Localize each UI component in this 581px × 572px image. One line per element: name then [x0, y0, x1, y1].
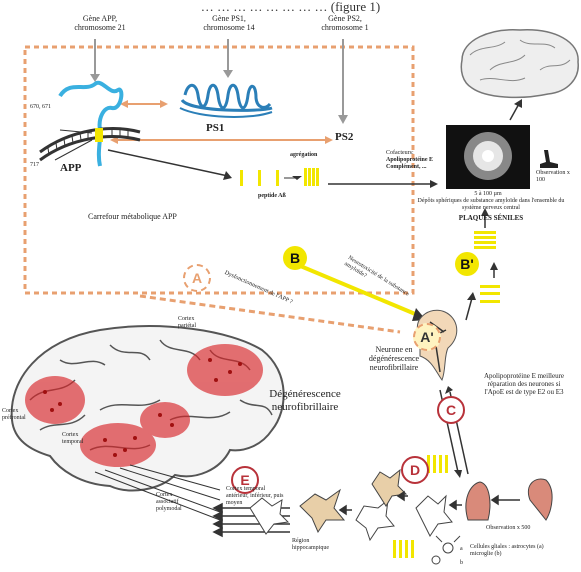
glial-b-label: b: [460, 560, 463, 567]
cortex-associatif-label: Cortex associatif polymodal: [156, 492, 196, 513]
agregation-label: agrégation: [290, 152, 317, 159]
peptide-label: peptide Aß: [258, 193, 286, 200]
brain-top-shape: [461, 30, 578, 98]
cofacteurs-title: Cofacteurs:: [386, 150, 414, 157]
apoe-text: Apolipoprotéine E meilleure réparation d…: [478, 372, 570, 396]
degenerescence-title: Dégénérescence neurofibrillaire: [250, 388, 360, 414]
cortex-prefrontal-label: Cortex préfrontal: [2, 408, 30, 422]
app-protein: [60, 83, 121, 166]
gene-app-label: Gène APP, chromosome 21: [68, 14, 132, 32]
cofacteur-apo: Apolipoprotéine E: [386, 157, 433, 164]
gene-ps1-label: Gène PS1, chromosome 14: [198, 14, 260, 32]
cellules-gliales-label: Cellules gliales : astrocytes (a) microg…: [470, 544, 550, 558]
ps1-label: PS1: [206, 124, 224, 133]
ps2-label: PS2: [335, 133, 353, 142]
letter-a: A: [183, 264, 211, 292]
letter-d: D: [401, 456, 429, 484]
letter-c: C: [437, 396, 465, 424]
site-717-label: 717: [30, 162, 39, 169]
scale-label: 5 à 100 µm: [460, 191, 516, 198]
glial-a-label: a: [460, 546, 463, 553]
cofacteur-complement: Complément, ...: [386, 164, 427, 171]
carrefour-box: [25, 47, 413, 293]
observation-top-label: Observation x 100: [536, 170, 570, 184]
letter-b-prime: B': [455, 252, 479, 276]
ps1-protein: [182, 85, 272, 110]
gene-ps2-label: Gène PS2, chromosome 1: [316, 14, 374, 32]
site-670-label: 670, 671: [30, 104, 51, 111]
cortex-temporal-ant-label: Cortex temporal antérieur, inférieur, pu…: [226, 486, 284, 507]
region-hippocampique-label: Région hippocampique: [292, 538, 328, 552]
observation-bottom-label: Observation x 500: [486, 525, 546, 532]
cortex-temporal-label: Cortex temporal: [62, 432, 88, 446]
letter-b: B: [283, 246, 307, 270]
neurone-label: Neurone en dégénérescence neurofibrillai…: [364, 345, 424, 372]
plaques-description: Dépôts sphériques de substance amyloïde …: [416, 198, 566, 212]
plaques-seniles-label: PLAQUES SÉNILES: [416, 214, 566, 223]
carrefour-label: Carrefour métabolique APP: [88, 212, 177, 221]
cortex-parietal-label: Cortex pariétal: [178, 316, 204, 330]
app-label: APP: [60, 164, 81, 173]
